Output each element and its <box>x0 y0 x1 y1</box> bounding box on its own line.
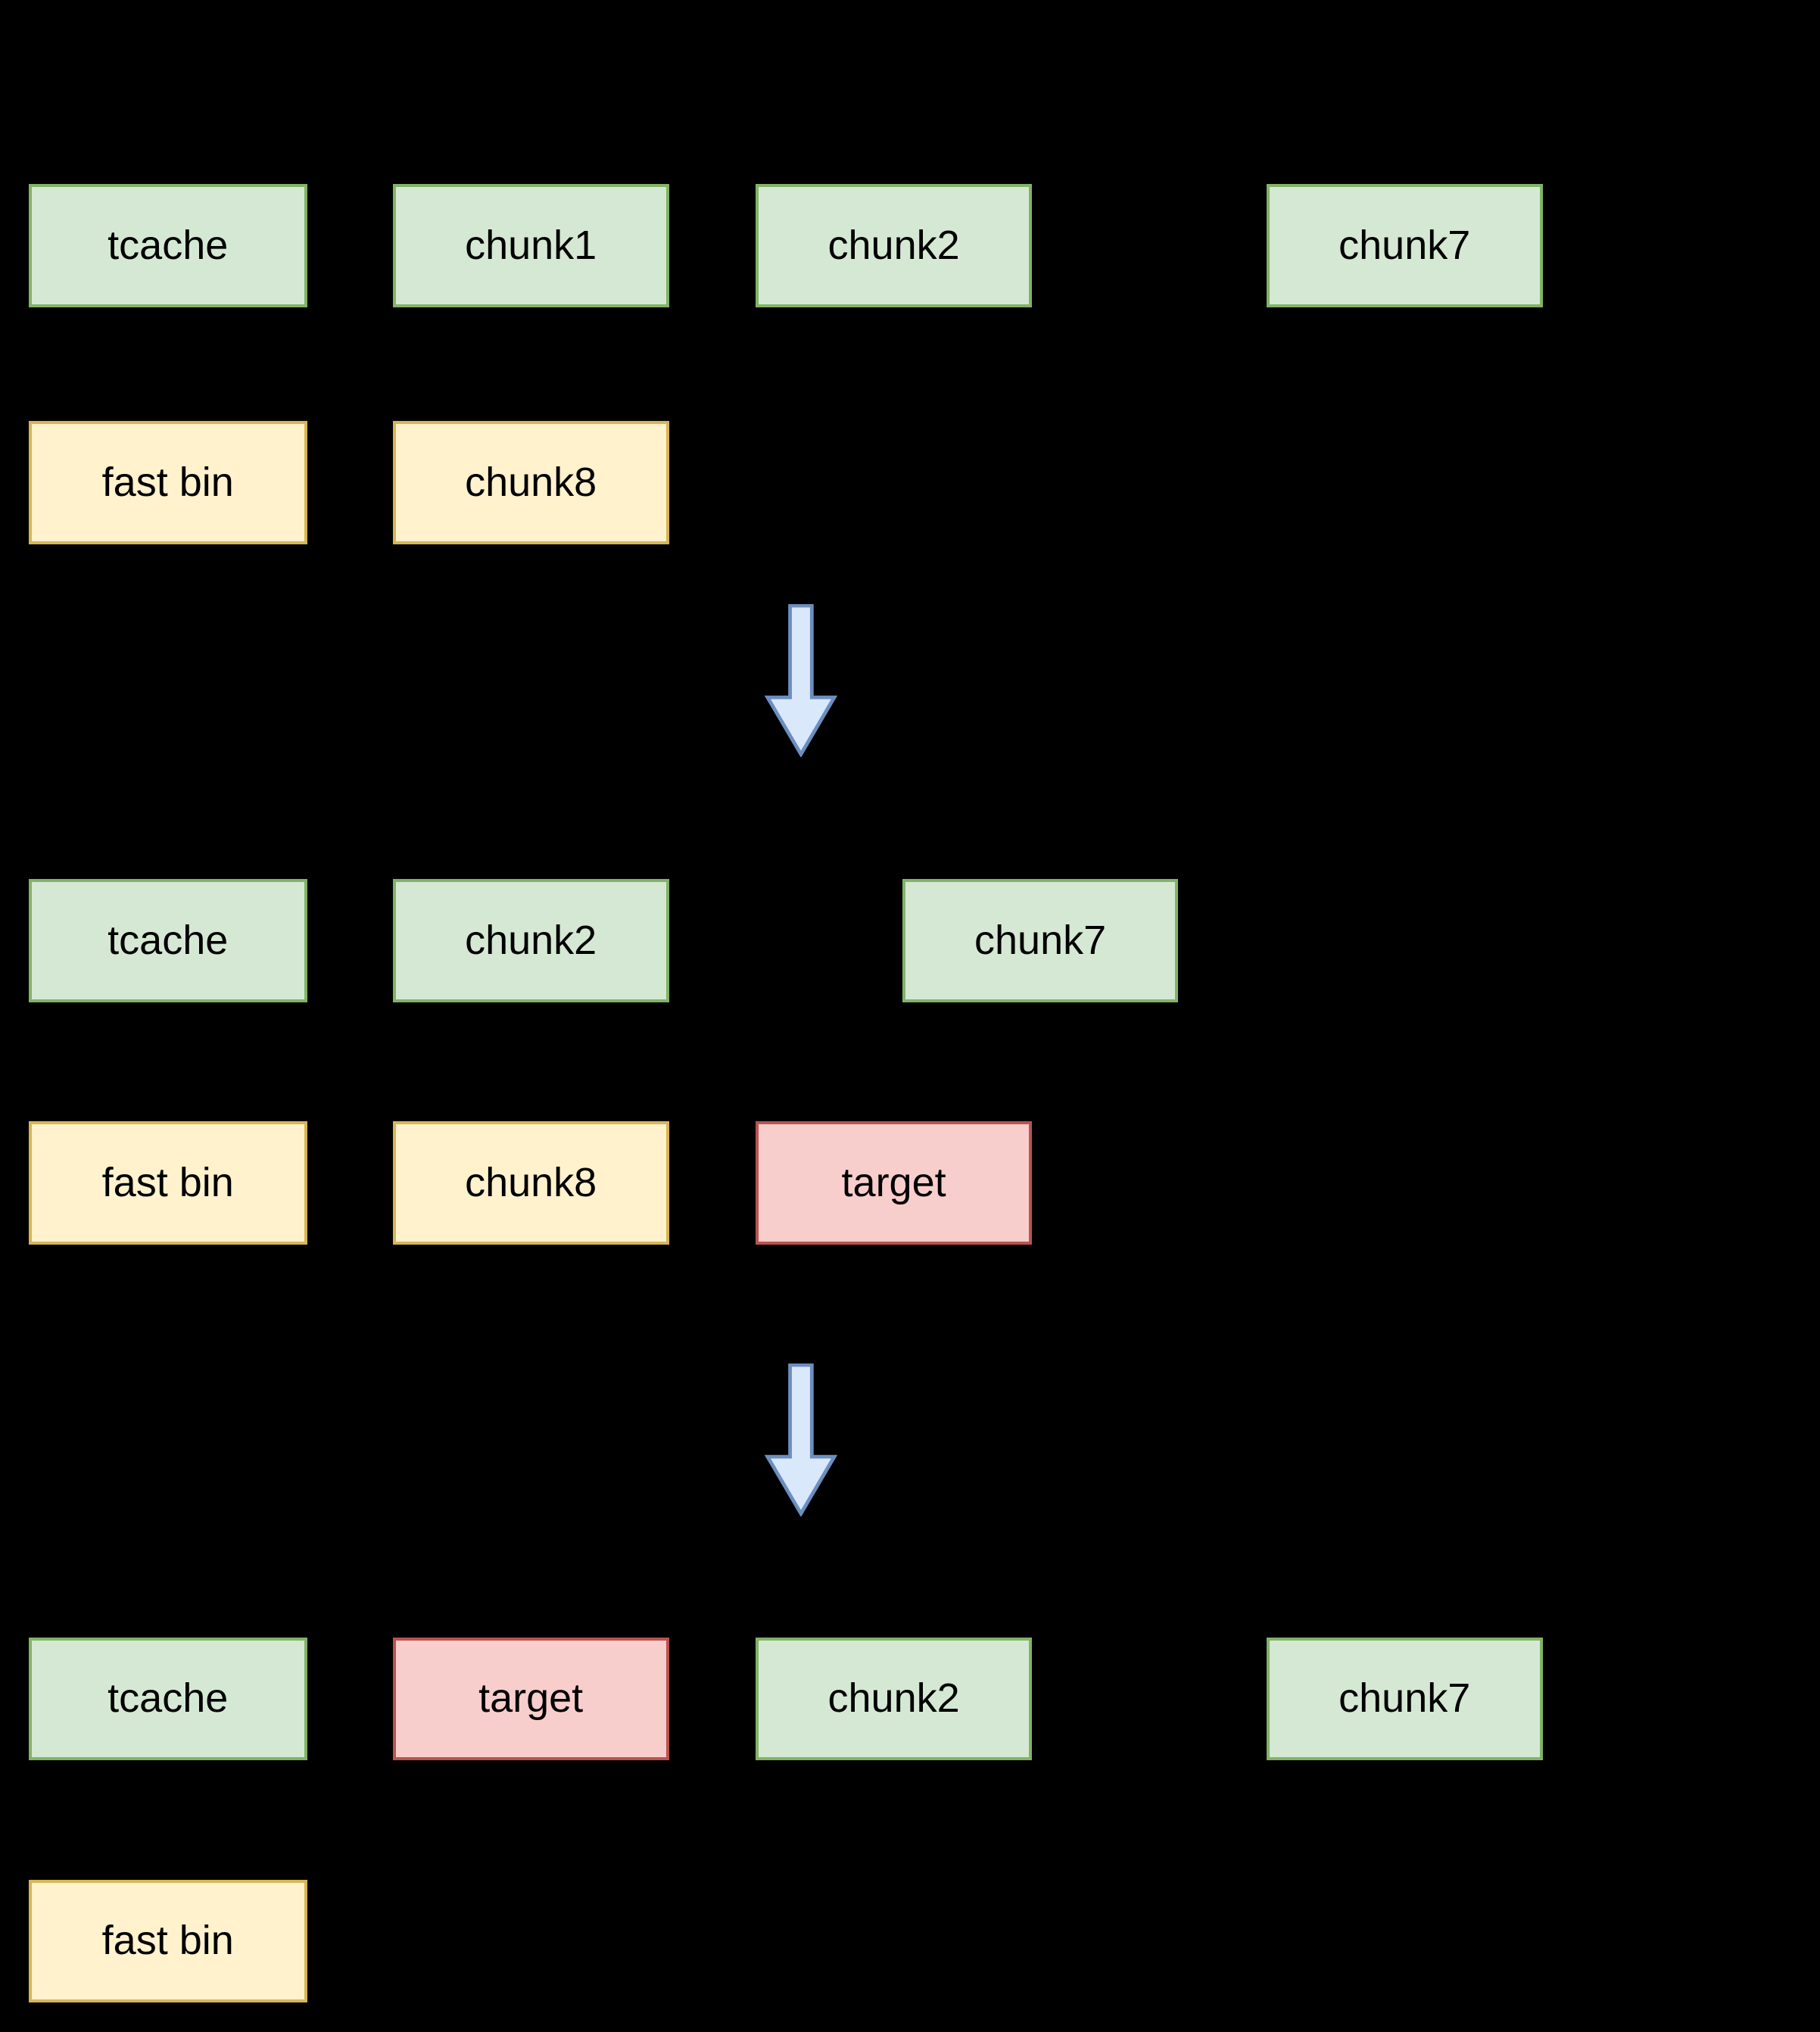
node-fast-bin: fast bin <box>28 421 307 545</box>
connector-line <box>668 243 756 246</box>
connector-line <box>668 1697 756 1700</box>
node-target: target <box>392 1637 669 1761</box>
node-fast-bin: fast bin <box>28 1879 307 2003</box>
node-chunk2: chunk2 <box>756 184 1032 307</box>
node-chunk7: chunk7 <box>1266 184 1543 307</box>
node-label: chunk8 <box>465 1159 597 1205</box>
node-chunk1: chunk1 <box>392 184 669 307</box>
node-label: chunk2 <box>827 1675 960 1722</box>
node-tcache: tcache <box>28 878 307 1002</box>
node-chunk7: chunk7 <box>902 878 1179 1002</box>
node-chunk7: chunk7 <box>1266 1637 1543 1761</box>
node-label: chunk7 <box>1339 222 1471 268</box>
node-label: tcache <box>108 222 229 268</box>
node-label: target <box>478 1675 584 1722</box>
node-label: fast bin <box>101 1159 234 1205</box>
node-label: tcache <box>108 1675 229 1722</box>
node-label: chunk2 <box>465 917 597 963</box>
node-chunk8: chunk8 <box>392 1121 669 1245</box>
connector-line <box>668 938 734 941</box>
connector-line <box>1031 1697 1097 1700</box>
node-tcache: tcache <box>28 184 307 307</box>
node-target: target <box>756 1121 1032 1245</box>
node-label: fast bin <box>101 460 234 506</box>
stage-transition-arrow-down-icon <box>765 1363 838 1517</box>
node-chunk2: chunk2 <box>756 1637 1032 1761</box>
connector-line <box>307 938 393 941</box>
node-label: chunk1 <box>465 222 597 268</box>
stage-transition-arrow-down-icon <box>765 603 838 757</box>
node-label: chunk2 <box>827 222 960 268</box>
node-label: chunk7 <box>974 917 1107 963</box>
node-tcache: tcache <box>28 1637 307 1761</box>
node-label: chunk8 <box>465 460 597 506</box>
node-label: chunk7 <box>1339 1675 1471 1722</box>
connector-line <box>1031 243 1097 246</box>
node-label: fast bin <box>101 1918 234 1964</box>
node-label: target <box>841 1159 946 1205</box>
node-chunk8: chunk8 <box>392 421 669 545</box>
node-label: tcache <box>108 917 229 963</box>
node-chunk2: chunk2 <box>392 878 669 1002</box>
node-fast-bin: fast bin <box>28 1121 307 1245</box>
